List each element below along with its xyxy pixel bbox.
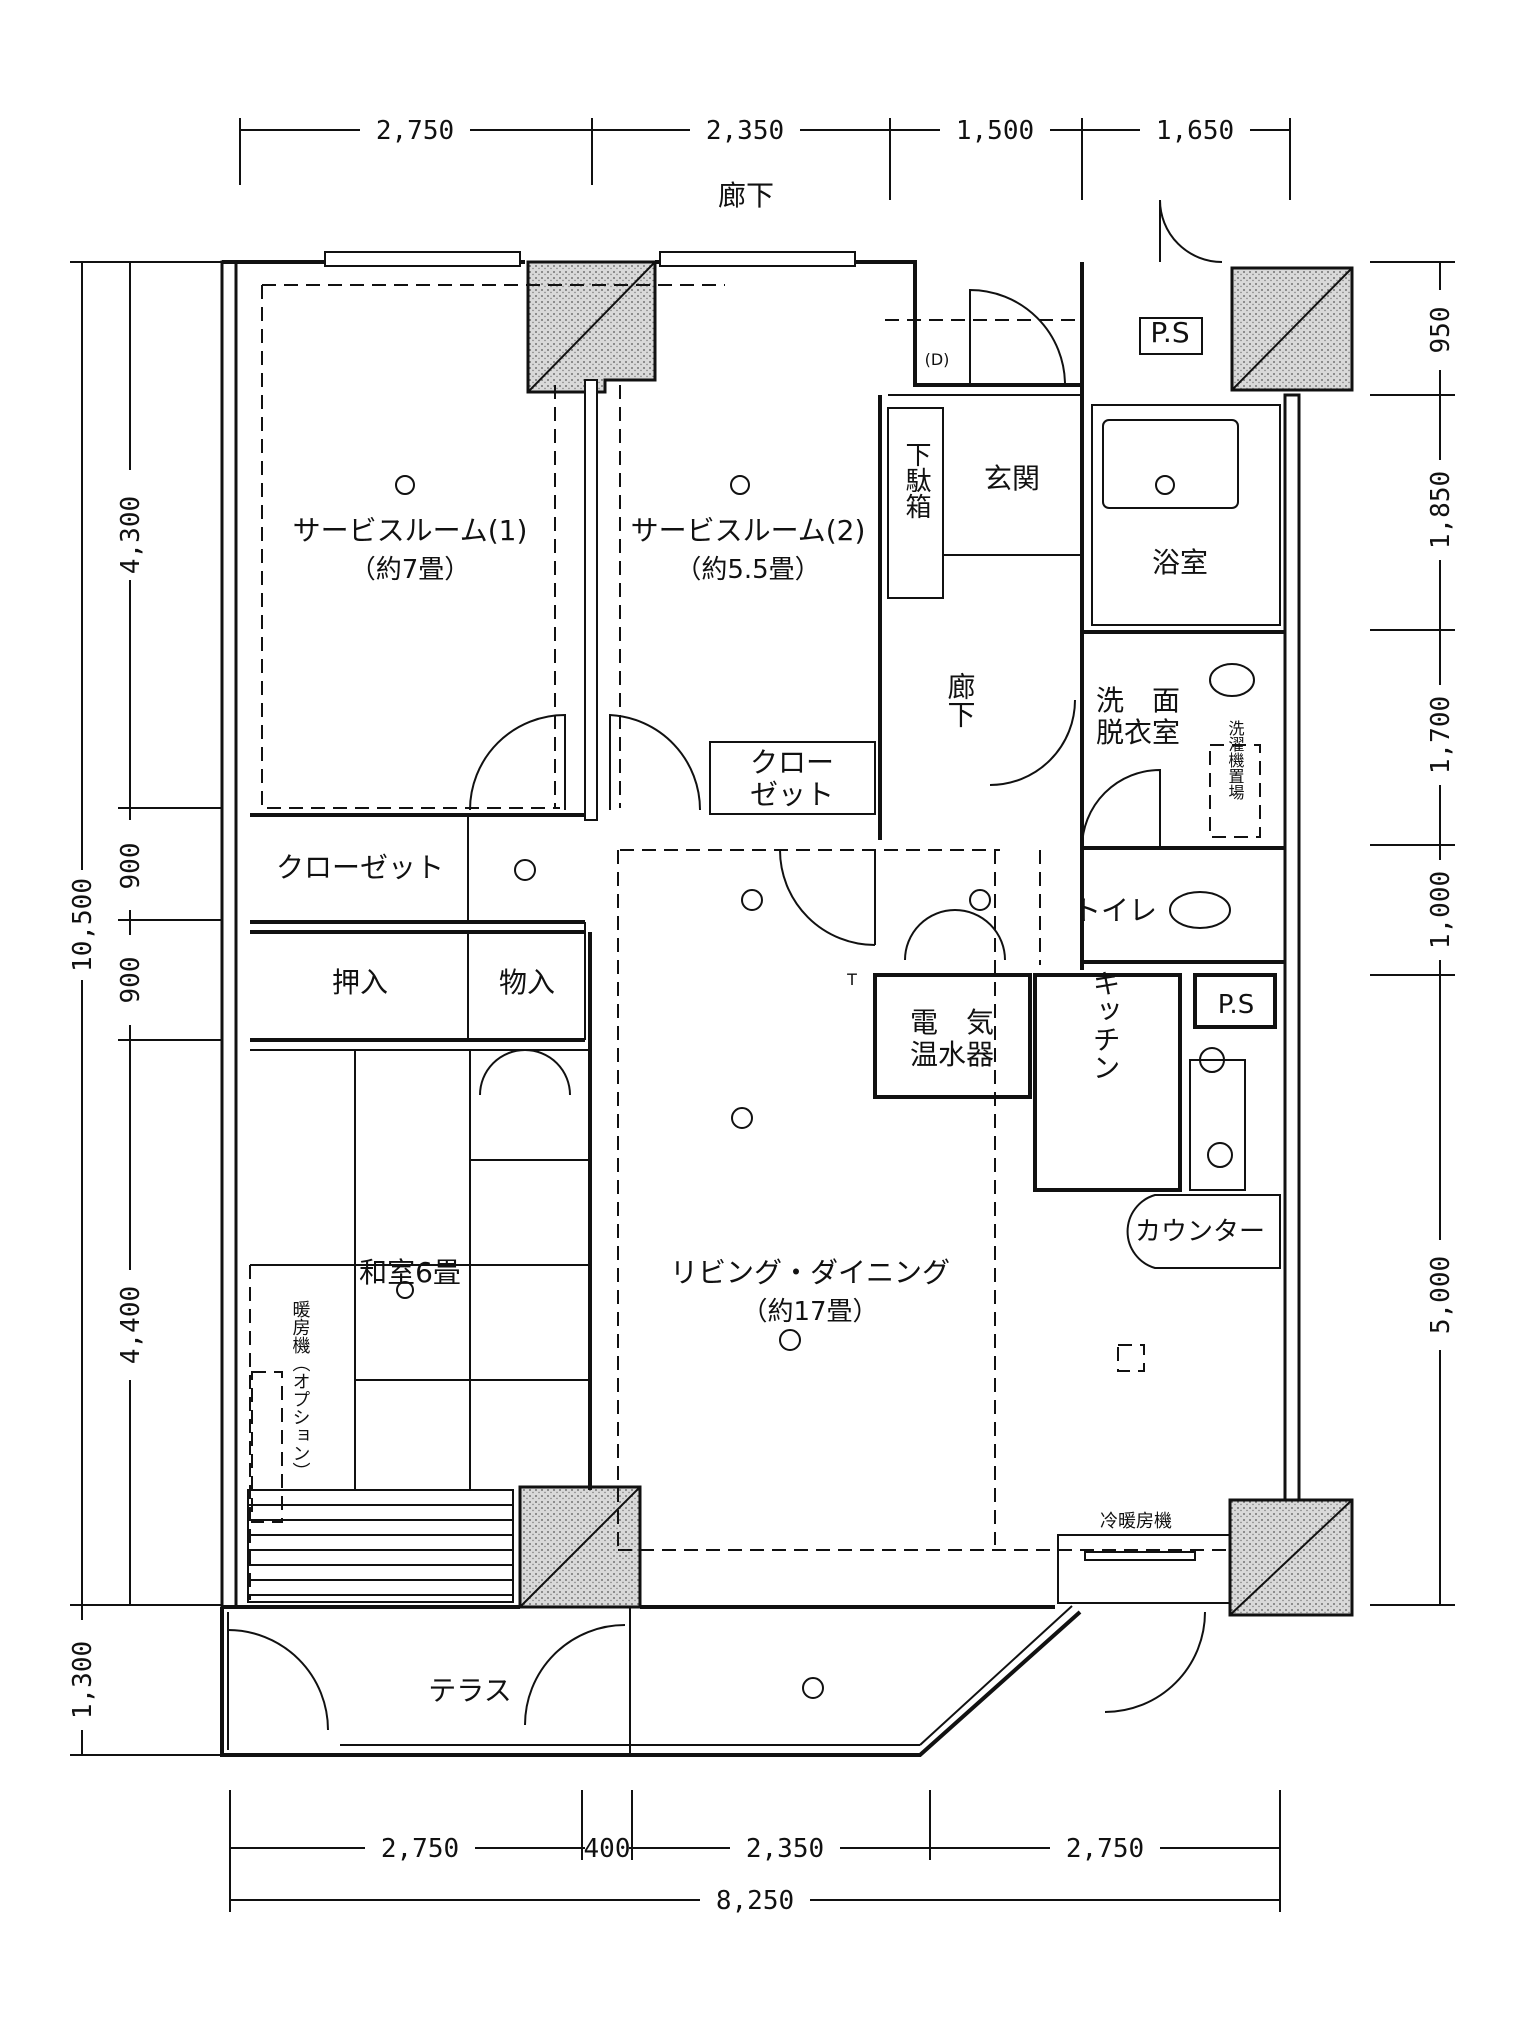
toilet-bowl-icon [1169,891,1231,929]
ceiling-light-icon [741,889,763,911]
oshiire-label: 押入 [332,966,388,999]
dim-left-4: 4,400 [116,1286,146,1364]
heater-label: 暖房機（オプション） [290,1300,311,1480]
shoe-box-label: 下駄箱 [901,441,931,519]
dim-bottom-2: 400 [584,1834,631,1864]
dim-left-total: 10,500 [68,878,98,972]
washroom-label-1: 洗 面 [1096,684,1180,717]
ceiling-light-icon [1155,475,1175,495]
entry-door[interactable] [1159,199,1223,263]
left-dimension-line: 4,300 900 900 4,400 10,500 1,300 [67,261,225,1756]
washroom-door[interactable] [989,699,1076,786]
terrace-door-center[interactable] [524,1624,626,1726]
monoire-label: 物入 [499,966,555,999]
entrance-door[interactable] [969,288,1066,386]
ceiling-light-icon [802,1677,824,1699]
water-heater-label-2: 温水器 [910,1038,994,1071]
bottom-dimension-line: 2,750 400 2,350 2,750 8,250 [229,1790,1281,1916]
dim-bottom-total: 8,250 [716,1886,794,1916]
living-door[interactable] [779,849,876,946]
ceiling-lines [249,284,1230,1600]
outside-corridor-label: 廊下 [718,179,774,212]
dim-left-3: 900 [116,957,146,1004]
washitsu-label: 和室6畳 [359,1256,461,1289]
terrace-door-right[interactable] [1104,1611,1206,1713]
dim-top-1: 2,750 [376,116,454,146]
service-room-1-label: サービスルーム(1) [293,514,528,547]
ceiling-light-icon [396,1281,414,1299]
dim-right-2: 1,850 [1426,471,1456,549]
monoire-doors[interactable] [479,1049,571,1096]
service-room-2-size: （約5.5畳） [675,555,820,585]
closet-sr2-label: クローゼット [750,746,834,811]
dim-top-3: 1,500 [956,116,1034,146]
washer-label: 洗濯機置場 [1226,720,1245,801]
toilet-label: トイレ [1073,894,1157,927]
outer-walls [220,251,1301,1757]
closet-label: クローゼット [276,851,444,884]
dim-bottom-3: 2,350 [746,1834,824,1864]
aircon-label: 冷暖房機 [1100,1511,1172,1532]
right-dimension-line: 950 1,850 1,700 1,000 5,000 [1370,261,1456,1606]
toilet-door[interactable] [1081,768,1161,849]
terrace-door-left[interactable] [227,1629,329,1731]
dim-right-1: 950 [1426,307,1456,354]
doors [227,199,1223,1731]
ceiling-fixture-icon [1117,1344,1145,1372]
fixtures [395,475,1255,1699]
ps-top-label: P.S [1150,316,1189,349]
hall-label: 廊下 [944,672,977,728]
dim-left-5: 1,300 [68,1641,98,1719]
service-room-1-door[interactable] [469,713,566,811]
dim-bottom-4: 2,750 [1066,1834,1144,1864]
water-heater-label-1: 電 気 [910,1006,994,1039]
ceiling-light-icon [969,889,991,911]
ceiling-light-icon [395,475,415,495]
water-heater-doors[interactable] [904,909,1006,961]
washroom-label-2: 脱衣室 [1096,716,1180,749]
service-room-2-door[interactable] [609,713,702,811]
dim-bottom-1: 2,750 [381,1834,459,1864]
counter-label: カウンター [1135,1217,1265,1247]
dim-right-5: 5,000 [1426,1256,1456,1334]
ceiling-light-icon [730,475,750,495]
kitchen-label: キッチン [1089,969,1122,1081]
ceiling-light-icon [514,859,536,881]
dim-right-3: 1,700 [1426,696,1456,774]
entrance-label: 玄関 [984,462,1040,495]
service-room-1-size: （約7畳） [350,555,471,585]
stove-icon [1207,1142,1233,1168]
living-label: リビング・ダイニング [670,1256,950,1289]
structural-columns [518,260,1354,1617]
dim-top-4: 1,650 [1156,116,1234,146]
interior-walls [247,379,1285,1604]
service-room-2-label: サービスルーム(2) [631,514,866,547]
ceiling-light-icon [731,1107,753,1129]
t-mark: T [846,970,857,989]
dim-right-4: 1,000 [1426,871,1456,949]
room-labels: サービスルーム(1) （約7畳） サービスルーム(2) （約5.5畳） 下駄箱 … [276,316,1265,1707]
sink-icon [1199,1047,1225,1073]
terrace-label: テラス [428,1674,511,1707]
door-mark: (D) [925,350,950,369]
living-size: （約17畳） [741,1297,878,1327]
top-dimension-line: 2,750 2,350 1,500 1,650 [239,112,1291,200]
ps-kitchen-label: P.S [1218,990,1254,1020]
bath-label: 浴室 [1152,546,1208,579]
wash-basin-icon [1209,663,1255,697]
ceiling-light-icon [779,1329,801,1351]
dim-left-2: 900 [116,843,146,890]
dim-top-2: 2,350 [706,116,784,146]
dim-left-1: 4,300 [116,496,146,574]
